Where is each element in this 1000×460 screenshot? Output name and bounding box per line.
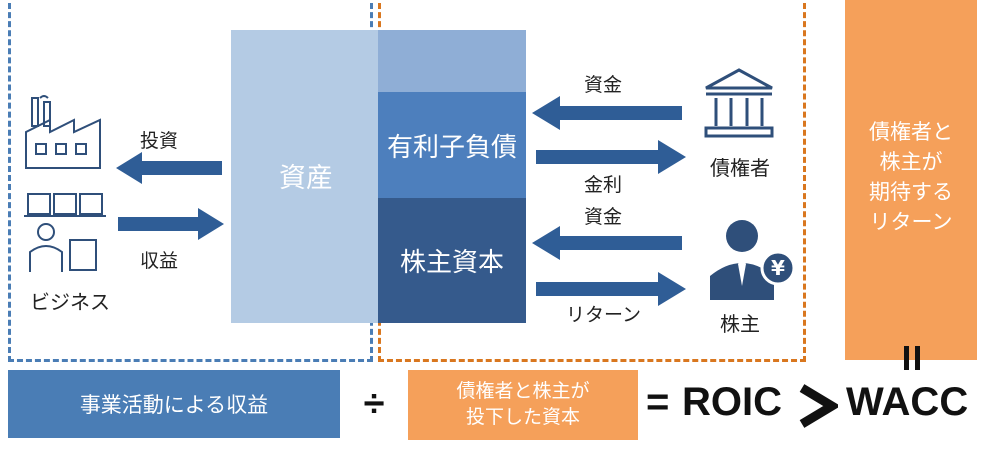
interest-label: 金利 (584, 175, 623, 196)
funds-equity-arrow (532, 226, 682, 260)
denominator-line2: 投下した資本 (465, 407, 580, 428)
bank-icon (702, 66, 776, 140)
denominator-box: 債権者と株主が 投下した資本 (408, 370, 638, 440)
top-block (378, 30, 526, 92)
equals-sign: = (646, 380, 670, 424)
revenue-label: 収益 (140, 251, 179, 272)
expected-return-line3: 期待する (869, 181, 953, 204)
vertical-equals-sign (902, 346, 922, 372)
factory-icon (20, 92, 110, 172)
return-label: リターン (566, 305, 642, 326)
funds-debt-arrow (532, 96, 682, 130)
expected-return-line1: 債権者と (869, 121, 953, 144)
return-arrow (536, 272, 686, 306)
greater-than-sign (798, 384, 841, 433)
divide-sign: ÷ (363, 382, 385, 425)
debt-block: 有利子負債 (378, 92, 526, 198)
debt-label: 有利子負債 (386, 131, 517, 162)
invest-arrow (116, 152, 222, 184)
expected-return-line4: リターン (869, 211, 953, 234)
shareholder-label: 株主 (720, 314, 760, 336)
assets-block (231, 30, 381, 323)
interest-arrow (536, 140, 686, 174)
svg-text:¥: ¥ (771, 256, 785, 280)
revenue-arrow (118, 208, 224, 240)
expected-return-box (845, 0, 977, 360)
creditor-label: 債権者 (710, 158, 770, 180)
business-label: ビジネス (30, 292, 110, 314)
equity-block: 株主資本 (378, 198, 526, 323)
equity-label: 株主資本 (399, 247, 504, 277)
numerator-label: 事業活動による収益 (79, 394, 269, 417)
expected-return-line2: 株主が (879, 151, 943, 174)
assets-label: 資産 (279, 162, 333, 193)
invest-label: 投資 (140, 131, 179, 152)
wacc-label: WACC (846, 380, 969, 424)
expected-return-text: 債権者と 株主が 期待する リターン (845, 118, 977, 238)
warehouse-worker-icon (22, 190, 108, 276)
roic-label: ROIC (682, 380, 782, 424)
shareholder-yen-icon: ¥ (706, 216, 796, 302)
funds-debt-label: 資金 (584, 75, 623, 96)
numerator-box: 事業活動による収益 (8, 370, 340, 438)
funds-equity-label: 資金 (584, 207, 623, 228)
denominator-line1: 債権者と株主が (456, 381, 590, 402)
